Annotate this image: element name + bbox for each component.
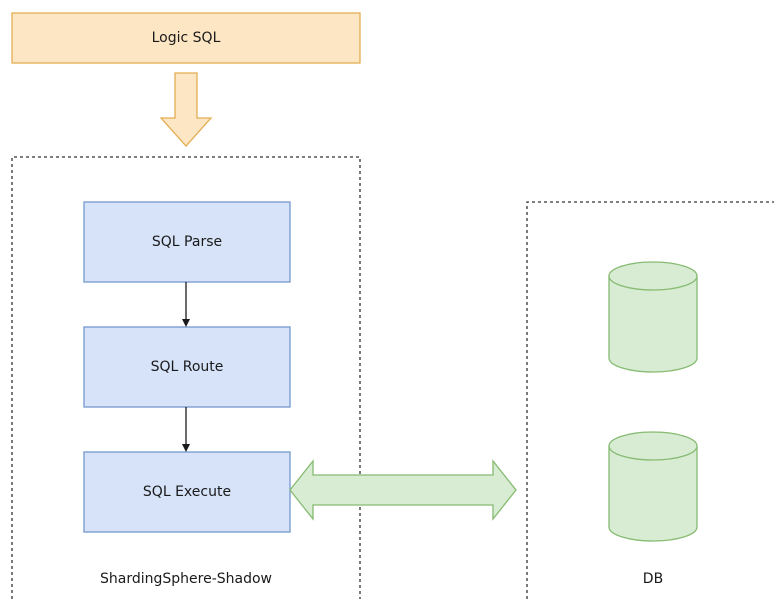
database-cylinder-icon <box>608 431 698 542</box>
sql-route-box <box>83 326 291 408</box>
sql-execute-box <box>83 451 291 533</box>
sql-parse-label: SQL Parse <box>151 234 223 250</box>
bidirectional-block-arrow-icon <box>289 459 517 521</box>
shadow-container <box>11 156 361 599</box>
down-block-arrow-icon <box>159 72 213 147</box>
logic-sql-box <box>11 12 361 64</box>
logic-sql-label: Logic SQL <box>151 30 221 46</box>
shadow-container-label: ShardingSphere-Shadow <box>100 571 272 587</box>
sql-route-label: SQL Route <box>150 359 224 375</box>
db-container <box>526 201 774 599</box>
database-cylinder-icon <box>608 261 698 373</box>
route-to-execute-arrowhead-icon <box>182 444 190 452</box>
sql-parse-box <box>83 201 291 283</box>
parse-to-route-arrowhead-icon <box>182 319 190 327</box>
db-container-label: DB <box>642 571 664 587</box>
sql-execute-label: SQL Execute <box>142 484 232 500</box>
